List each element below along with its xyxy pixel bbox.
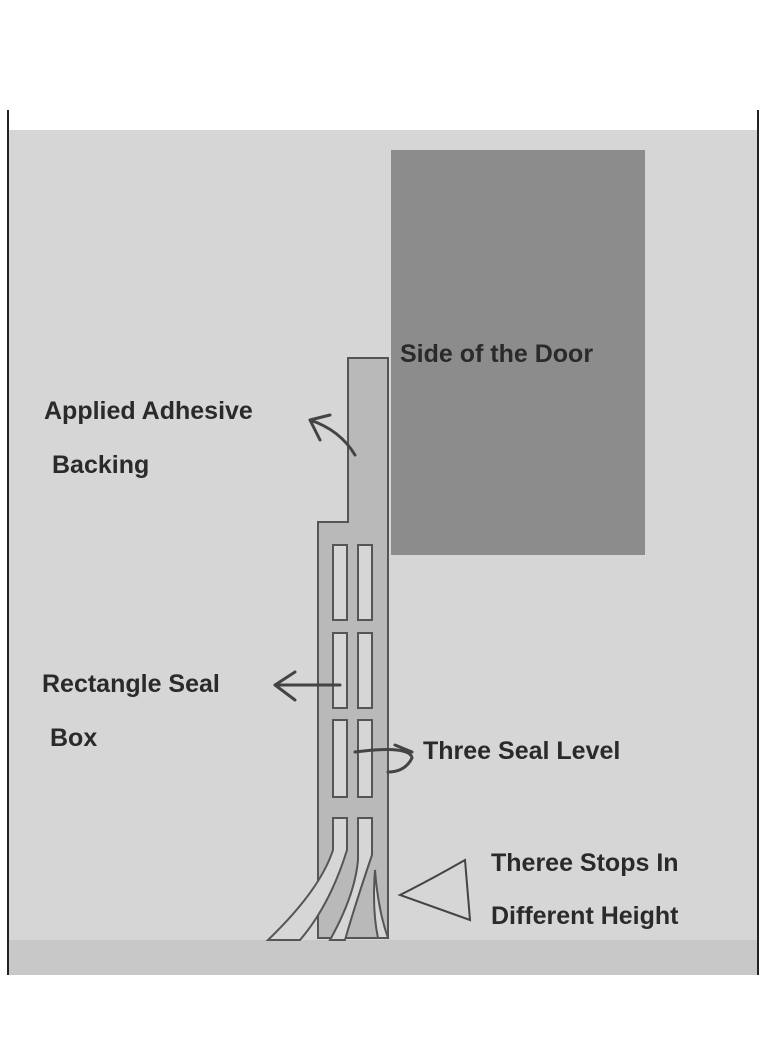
seal-level-arrow — [353, 743, 414, 774]
seal-box — [357, 632, 373, 709]
door-side — [391, 150, 645, 555]
seal-box-label-line2: Box — [50, 724, 98, 752]
adhesive-label-line1: Applied Adhesive — [44, 397, 253, 425]
seal-box — [357, 544, 373, 621]
stops-label-line1: Theree Stops In — [491, 849, 679, 877]
stops-arrow — [397, 858, 472, 922]
seal-box — [357, 719, 373, 798]
stops-label-line2: Different Height — [491, 902, 679, 930]
stop-finger — [373, 869, 390, 939]
seal-box-arrow — [273, 670, 342, 702]
adhesive-label-line2: Backing — [52, 451, 150, 479]
seal-box — [332, 544, 348, 621]
stop-fingers — [265, 817, 390, 941]
seal-box — [332, 719, 348, 798]
seal-boxes — [332, 544, 373, 798]
stop-finger — [328, 817, 373, 941]
seal-box — [332, 632, 348, 709]
stop-finger — [265, 817, 348, 941]
door-label: Side of the Door — [400, 340, 594, 368]
adhesive-arrow — [308, 413, 357, 457]
seal-box-label-line1: Rectangle Seal — [42, 670, 220, 698]
seal-level-label: Three Seal Level — [423, 737, 621, 765]
arrows — [273, 413, 472, 922]
floor — [8, 940, 758, 975]
